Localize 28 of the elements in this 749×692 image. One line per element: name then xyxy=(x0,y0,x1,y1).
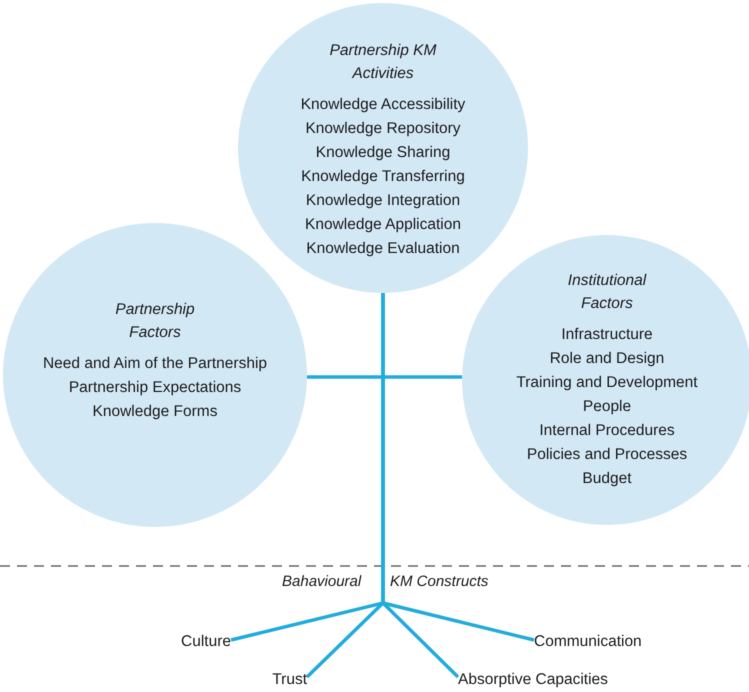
list-item: Knowledge Sharing xyxy=(316,143,450,163)
list-item: Knowledge Integration xyxy=(306,191,460,211)
list-item: Knowledge Repository xyxy=(305,119,461,139)
list-item: Knowledge Transferring xyxy=(301,167,465,187)
list-item: People xyxy=(582,397,632,417)
list-item: Partnership Expectations xyxy=(68,378,242,398)
list-item: Knowledge Application xyxy=(305,215,461,235)
section-label: Bahavioural xyxy=(282,573,362,590)
list-item: Knowledge Forms xyxy=(92,402,218,422)
list-item: Infrastructure xyxy=(561,325,653,345)
list-item: Role and Design xyxy=(550,349,664,369)
list-item: Need and Aim of the Partnership xyxy=(42,354,268,374)
circle-heading: Partnership KM Activities xyxy=(328,41,438,84)
list-item: Training and Development xyxy=(516,373,698,393)
construct-label: Communication xyxy=(534,632,666,654)
list-item: Knowledge Accessibility xyxy=(300,95,466,115)
construct-label: Culture xyxy=(164,632,231,654)
construct-label: Trust xyxy=(258,670,307,692)
section-label: KM Constructs xyxy=(390,573,488,590)
connector-line xyxy=(381,293,534,642)
circle-heading: Partnership Factors xyxy=(114,300,196,343)
circle-heading: Institutional Factors xyxy=(566,271,648,314)
list-item: Policies and Processes xyxy=(526,445,688,465)
list-item: Knowledge Evaluation xyxy=(306,239,460,259)
list-item: Internal Procedures xyxy=(539,421,675,441)
connector-line xyxy=(307,375,462,379)
construct-label: Absorptive Capacities xyxy=(458,670,639,692)
list-item: Budget xyxy=(582,469,632,489)
